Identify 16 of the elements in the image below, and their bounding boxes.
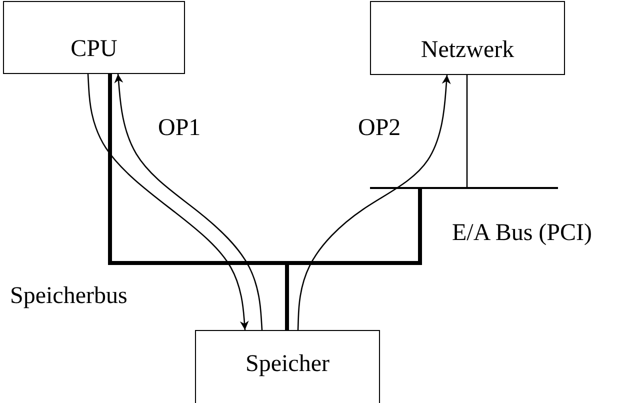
- component-label: Netzwerk: [420, 36, 514, 64]
- component-box: [195, 330, 380, 403]
- bus-label: E/A Bus (PCI): [452, 221, 592, 245]
- component-label: CPU: [70, 36, 118, 63]
- component-box: [3, 1, 185, 74]
- operation-label: OP1: [158, 116, 201, 140]
- bus-line: [466, 75, 468, 187]
- bus-line: [285, 189, 422, 330]
- flow-arrow: [297, 74, 451, 330]
- component-box: [370, 1, 565, 75]
- bus-line: [370, 187, 558, 189]
- component-label: Speicher: [246, 350, 330, 378]
- flow-arrow: [87, 74, 249, 330]
- operation-label: OP2: [358, 116, 401, 140]
- flow-arrow: [114, 74, 263, 330]
- bus-label: Speicherbus: [10, 284, 128, 308]
